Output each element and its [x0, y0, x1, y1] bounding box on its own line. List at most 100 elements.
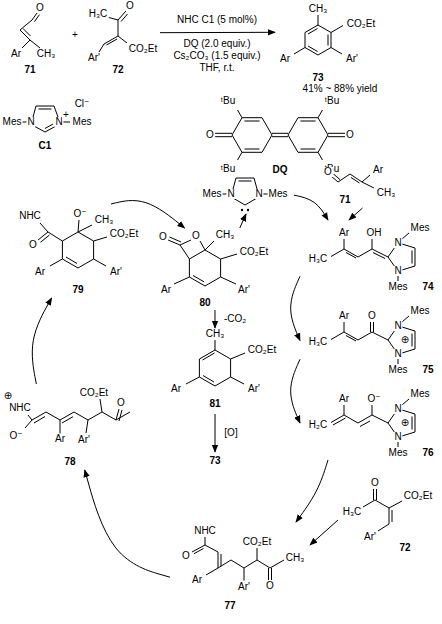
reaction-arrow: [294, 195, 328, 220]
compound: ArOMesN⊕H₃CNMes75: [300, 303, 440, 378]
compound-number: 71: [23, 65, 36, 75]
atom-label: Mes: [388, 365, 409, 375]
atom-label: Ar': [77, 435, 91, 445]
atom-label: Ar': [237, 582, 251, 592]
atom-label: Ar': [345, 54, 359, 64]
compound-number: 72: [111, 65, 124, 75]
bonds-78: [25, 399, 130, 434]
atom-label: CH₃: [285, 553, 306, 563]
atom-label: +: [62, 110, 70, 120]
condition-text: THF, r.t.: [199, 63, 236, 73]
atom-label: O: [116, 398, 126, 408]
atom-label: O: [28, 240, 38, 250]
atom-label: NHC: [18, 211, 42, 221]
bonds-71-cycle: [331, 174, 374, 189]
bonds-nhc: [221, 178, 269, 211]
atom-label: H₃C: [308, 254, 329, 264]
atom-label: O⁻: [366, 394, 381, 404]
compound-number: 74: [421, 282, 434, 292]
compound-number: C1: [38, 141, 53, 151]
bonds-74: [331, 233, 415, 281]
atom-label: Ar': [87, 53, 101, 63]
condition-text: NHC C1 (5 mol%): [176, 15, 258, 25]
atom-label: O: [367, 311, 377, 321]
atom-label: Mes: [410, 223, 431, 233]
atom-label: Mes: [388, 282, 409, 292]
bonds-80: [168, 237, 237, 286]
atom-label: CH₃: [215, 230, 236, 240]
atom-label: CO₂Et: [79, 388, 109, 398]
atom-label: N: [393, 266, 402, 276]
compound-number: 75: [421, 365, 434, 375]
reaction-arrow: [296, 460, 328, 522]
atom-label: Ar: [338, 311, 350, 321]
reaction-arrow: [32, 298, 51, 384]
bonds-71: [20, 13, 40, 48]
bonds-73: [294, 15, 343, 55]
reaction-arrow: [291, 276, 300, 340]
compound: H₃C O Ar' CO₂Et 72: [80, 0, 160, 76]
atom-label: Ar: [279, 54, 291, 64]
atom-label: ᵗBu: [324, 96, 340, 106]
atom-label: ⊕: [3, 391, 13, 401]
reaction-arrow: [215, 414, 216, 452]
atom-label: CO₂Et: [242, 537, 272, 547]
compound: CH₃CO₂EtArAr'81: [165, 328, 283, 414]
atom-label: CO₂Et: [239, 247, 269, 257]
atom-label: OH: [366, 228, 383, 238]
atom-label: CO₂Et: [128, 44, 158, 54]
atom-label: O: [205, 130, 215, 140]
atom-label: Ar: [34, 267, 46, 277]
compound-number: 79: [71, 285, 84, 295]
atom-label: O: [158, 232, 168, 242]
atom-label: Ar: [54, 434, 66, 444]
atom-label: O: [35, 3, 45, 13]
reaction-arrow: [214, 310, 215, 328]
bonds-dq: [215, 110, 345, 160]
compound: 73: [203, 452, 227, 470]
atom-label: H₃C: [88, 9, 109, 19]
atom-label: NHC: [8, 403, 32, 413]
atom-label: O⁻: [72, 209, 87, 219]
atom-label: Mes: [268, 189, 289, 199]
atom-label: N: [393, 321, 402, 331]
atom-label: CH₃: [94, 215, 115, 225]
atom-label: CH₃: [205, 329, 226, 339]
plus-sign: +: [71, 30, 79, 40]
compound: OArCH₃71: [0, 0, 70, 76]
compound-number: 71: [338, 195, 351, 205]
atom-label: CH₃: [308, 4, 329, 14]
atom-label: Mes: [72, 117, 93, 127]
reaction-arrow: [349, 208, 363, 220]
atom-label: CH₃: [36, 49, 57, 59]
atom-label: Ar': [237, 285, 251, 295]
atom-label: Mes: [410, 306, 431, 316]
compound: ArOHMesNH₃CNMes74: [300, 220, 440, 295]
compound-number: 76: [421, 448, 434, 458]
atom-label: Ar: [372, 165, 384, 175]
compound: ⊕NHCCO₂EtOO⁻ArAr'78: [2, 384, 140, 470]
condition-text: 41% ~ 88% yield: [302, 84, 379, 94]
compound: NHCOCO₂EtCH₃ArAr'O77: [170, 522, 310, 614]
reaction-arrow: [240, 214, 246, 228]
atom-label: O: [181, 551, 191, 561]
condition-text: Cs₂CO₃ (1.5 equiv.): [172, 51, 261, 61]
atom-label: ⊕: [400, 335, 410, 345]
compound-number: 81: [208, 399, 221, 409]
atom-label: H₃C: [342, 507, 363, 517]
atom-label: ᵗBu: [220, 164, 236, 174]
atom-label: O: [125, 1, 135, 11]
compound: MesNNMes: [198, 172, 294, 214]
atom-label: Mes: [388, 448, 409, 458]
bonds-72-cycle: [363, 489, 402, 531]
atom-label: O: [323, 167, 333, 177]
compound-number: 80: [198, 298, 211, 308]
compound: OArCH₃71: [320, 163, 405, 208]
compound-number: 78: [63, 457, 76, 467]
atom-label: CO₂Et: [346, 19, 376, 29]
atom-label: NHC: [193, 526, 217, 536]
bonds-76: [331, 399, 415, 447]
atom-label: Ar: [338, 394, 350, 404]
atom-label: CO₂Et: [109, 229, 139, 239]
reaction-arrow: [160, 32, 275, 33]
